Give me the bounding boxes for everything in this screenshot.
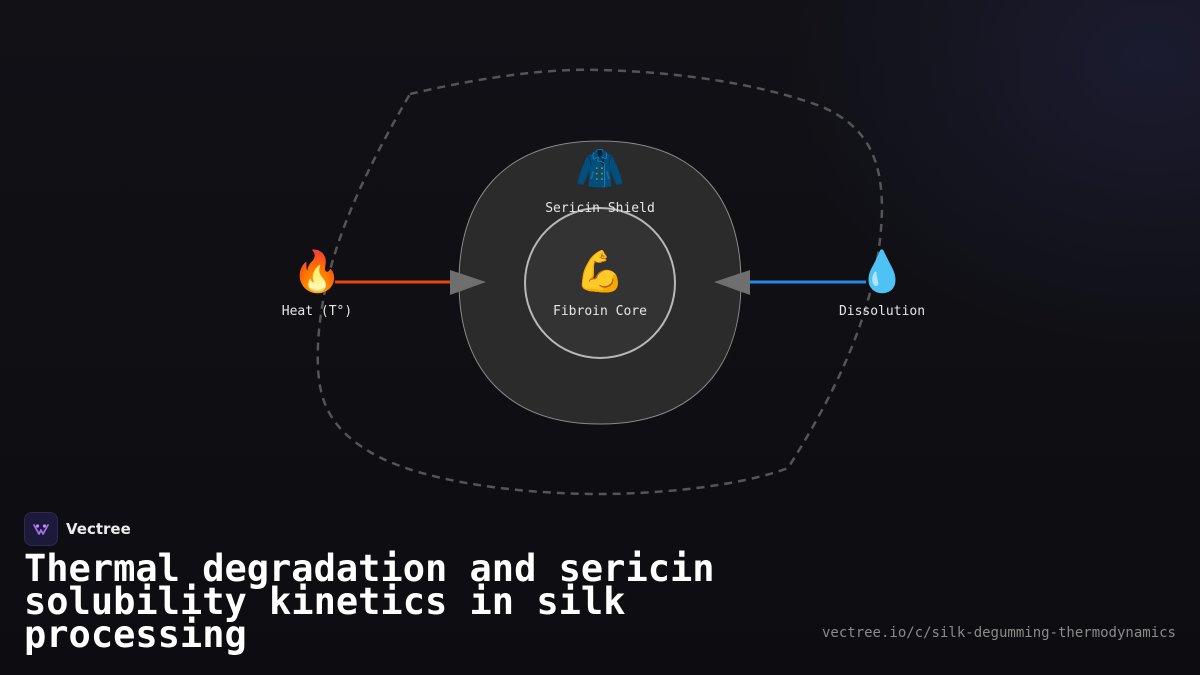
dissolution-arrowhead [714, 270, 750, 295]
droplet-icon: 💧 [857, 249, 907, 295]
fibroin-core-circle [524, 207, 676, 359]
flexed-biceps-icon: 💪 [575, 249, 625, 295]
source-url: vectree.io/c/silk-degumming-thermodynami… [821, 625, 1176, 641]
brand: Vectree [24, 512, 131, 546]
fibroin-core-label: Fibroin Core [553, 304, 647, 319]
heat-label: Heat (T°) [281, 304, 353, 319]
brand-name: Vectree [66, 520, 131, 538]
dissolution-label: Dissolution [838, 304, 926, 319]
coat-icon: 🧥 [575, 146, 625, 192]
vectree-logo-icon [24, 512, 58, 546]
page-title: Thermal degradation and sericin solubili… [24, 547, 715, 656]
sericin-shield-label: Sericin Shield [545, 201, 655, 216]
heat-arrowhead [450, 270, 486, 295]
fire-icon: 🔥 [292, 249, 342, 295]
